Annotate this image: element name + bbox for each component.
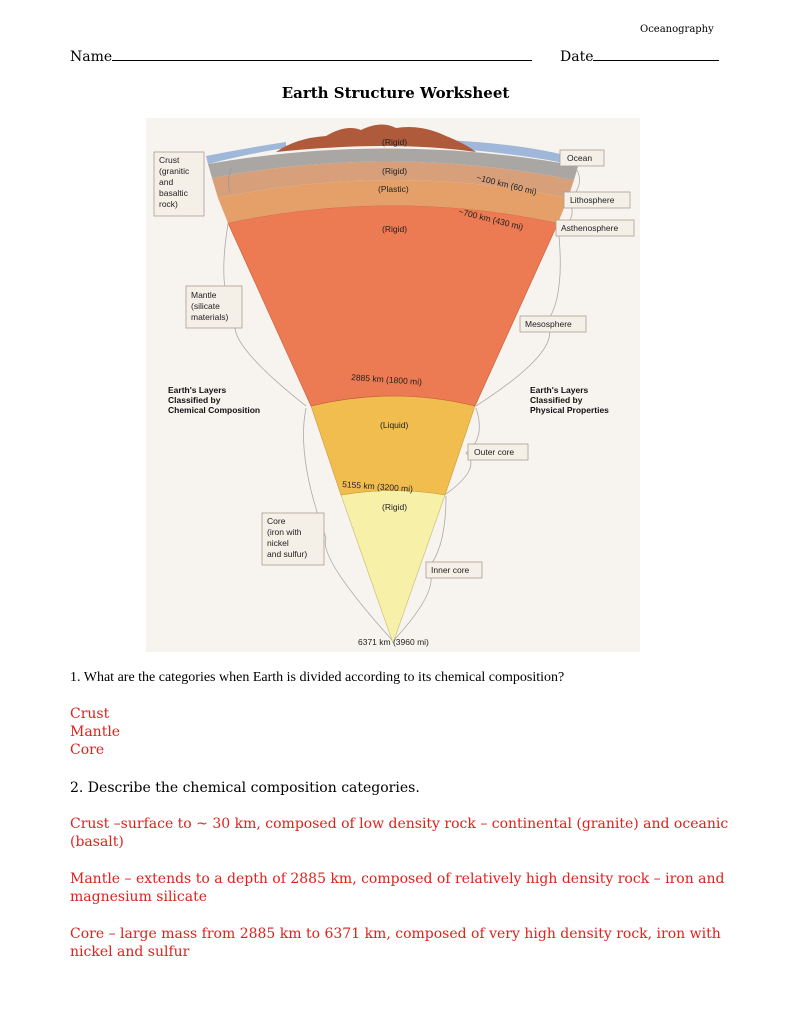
svg-text:Classified by: Classified by [168,395,221,405]
answer-2-core: Core – large mass from 2885 km to 6371 k… [70,926,721,960]
answer-1-core: Core [70,742,105,758]
asthenosphere-label: Asthenosphere [555,219,635,237]
answer-1-crust: Crust [70,706,110,722]
svg-text:Mantle: Mantle [191,290,217,300]
state-outer-core: (Liquid) [380,420,409,430]
question-1: 1. What are the categories when Earth is… [70,670,565,685]
mantle-label: Mantle (silicate materials) [185,285,243,329]
core-label: Core (iron with nickel and sulfur) [261,512,325,566]
state-asthenosphere: (Plastic) [378,184,409,194]
svg-text:Earth's Layers: Earth's Layers [530,385,589,395]
depth-5155km: 5155 km (3200 mi) [342,479,414,494]
mesosphere-label: Mesosphere [519,315,587,333]
svg-text:nickel: nickel [267,538,289,548]
crust-layer [208,148,578,180]
svg-text:basaltic: basaltic [159,188,189,198]
svg-text:and sulfur): and sulfur) [267,549,307,559]
course-label: Oceanography [640,24,714,35]
lithosphere-layer [212,161,574,198]
date-label: Date [560,49,594,65]
svg-text:and: and [159,177,173,187]
svg-text:(silicate: (silicate [191,301,220,311]
svg-text:Core: Core [267,516,286,526]
svg-text:(iron with: (iron with [267,527,302,537]
ocean-layer [446,140,578,166]
question-2: 2. Describe the chemical composition cat… [70,780,420,796]
inner-core-label: Inner core [425,561,483,579]
lithosphere-label: Lithosphere [563,191,631,209]
svg-text:Earth's Layers: Earth's Layers [168,385,227,395]
chemical-heading: Earth's Layers Classified by Chemical Co… [168,385,260,415]
answer-1: Crust Mantle Core [70,705,730,759]
state-mesosphere: (Rigid) [382,224,407,234]
svg-text:Mesosphere: Mesosphere [525,319,572,329]
svg-text:rock): rock) [159,199,178,209]
svg-text:Asthenosphere: Asthenosphere [561,223,618,233]
answer-1-mantle: Mantle [70,724,121,740]
svg-text:Lithosphere: Lithosphere [570,195,615,205]
state-lithosphere: (Rigid) [382,166,407,176]
name-field[interactable]: Name [70,48,533,65]
svg-text:Chemical Composition: Chemical Composition [168,405,260,415]
depth-6371km: 6371 km (3960 mi) [358,637,429,647]
crust-label: Crust (granitic and basaltic rock) [153,151,205,217]
earth-structure-diagram: (Rigid) (Rigid) (Plastic) (Rigid) (Liqui… [146,118,640,652]
svg-text:materials): materials) [191,312,228,322]
page-title: Earth Structure Worksheet [281,84,510,102]
svg-text:Inner core: Inner core [431,565,470,575]
outer-core-layer [310,395,476,496]
svg-text:Physical Properties: Physical Properties [530,405,609,415]
answer-2-crust: Crust –surface to ~ 30 km, composed of l… [70,816,729,850]
continental-crust [276,124,476,152]
physical-heading: Earth's Layers Classified by Physical Pr… [530,385,609,415]
name-blank[interactable] [112,48,533,61]
svg-text:Crust: Crust [159,155,180,165]
date-field[interactable]: Date [560,48,720,65]
svg-text:Ocean: Ocean [567,153,592,163]
name-label: Name [70,49,113,65]
state-mountain: (Rigid) [382,137,407,147]
depth-2885km: 2885 km (1800 mi) [351,372,423,387]
answer-2-mantle: Mantle – extends to a depth of 2885 km, … [70,871,725,905]
svg-text:Outer core: Outer core [474,447,514,457]
svg-text:(granitic: (granitic [159,166,190,176]
date-blank[interactable] [593,48,720,61]
svg-text:Classified by: Classified by [530,395,583,405]
outer-core-label: Outer core [467,443,529,461]
asthenosphere-layer [218,180,568,223]
ocean-label: Ocean [559,149,605,167]
state-inner-core: (Rigid) [382,502,407,512]
